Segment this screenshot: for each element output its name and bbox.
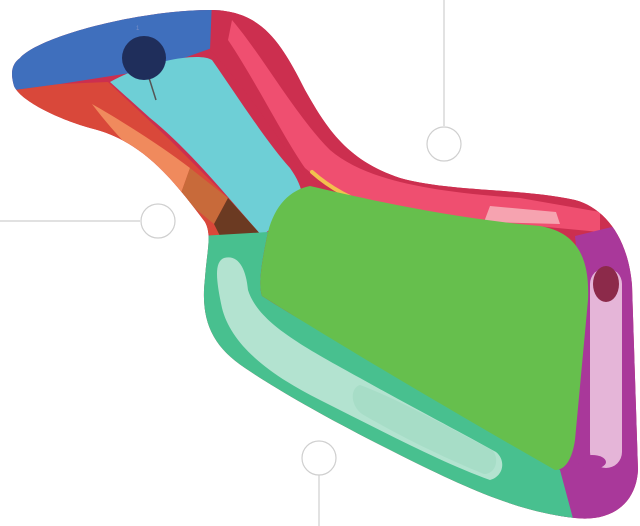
eye-icon[interactable] bbox=[122, 36, 166, 80]
tail-tube-end bbox=[578, 455, 606, 469]
callout-marker-left[interactable] bbox=[141, 204, 175, 238]
tail-maroon-cap bbox=[593, 266, 619, 302]
callout-marker-top[interactable] bbox=[427, 127, 461, 161]
callout-marker-bottom[interactable] bbox=[302, 441, 336, 475]
